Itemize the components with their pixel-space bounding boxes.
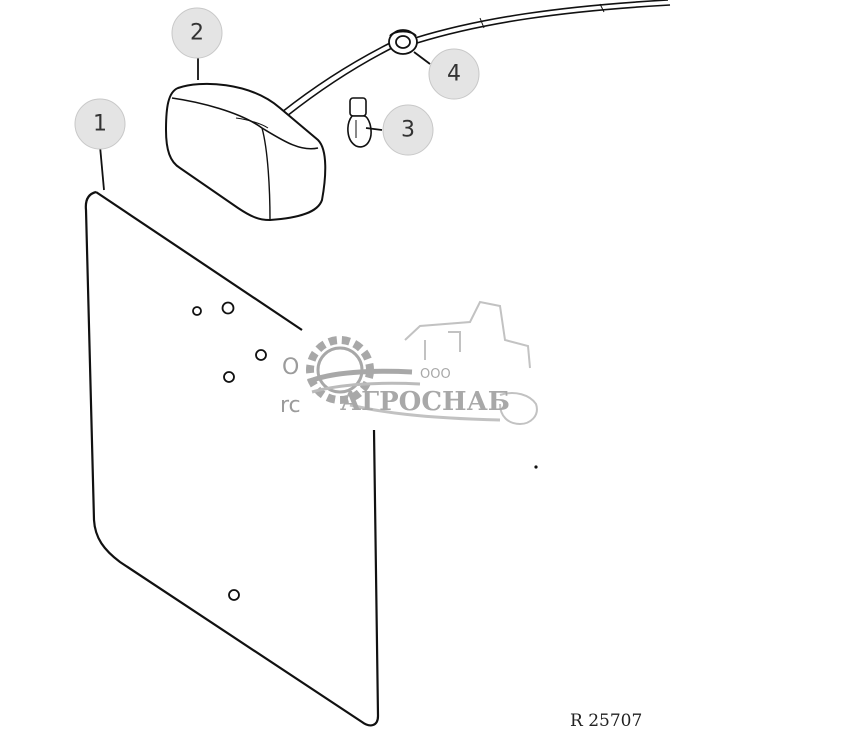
leader-lines xyxy=(99,51,431,191)
lamp-housing xyxy=(164,82,327,222)
callout-label: 2 xyxy=(190,21,204,46)
watermark-fragment-2: rc xyxy=(280,393,301,418)
mount-hole xyxy=(223,371,235,383)
mount-hole xyxy=(192,306,202,316)
watermark-brand: АГРОСНАБ xyxy=(340,387,510,417)
stray-dot xyxy=(534,465,538,469)
callout-4: 4 xyxy=(428,48,480,100)
callout-label: 1 xyxy=(93,112,107,137)
reference-code: R 25707 xyxy=(570,711,642,731)
watermark: ООО АГРОСНАБ O rc xyxy=(280,300,538,426)
bulb xyxy=(347,97,372,148)
mount-hole xyxy=(221,301,235,315)
watermark-fragment-1: O xyxy=(282,355,299,380)
callout-2: 2 xyxy=(171,7,223,59)
mount-hole xyxy=(228,589,240,601)
watermark-prefix: ООО xyxy=(420,367,451,382)
callout-label: 4 xyxy=(447,62,461,87)
plate-bracket xyxy=(84,190,538,727)
combine-harvester-icon xyxy=(349,300,538,426)
mount-hole xyxy=(255,349,267,361)
callout-3: 3 xyxy=(382,104,434,156)
grommet xyxy=(388,29,418,55)
callout-label: 3 xyxy=(401,118,415,143)
gear-icon xyxy=(306,336,421,404)
cable xyxy=(281,0,671,117)
callout-1: 1 xyxy=(74,98,126,150)
